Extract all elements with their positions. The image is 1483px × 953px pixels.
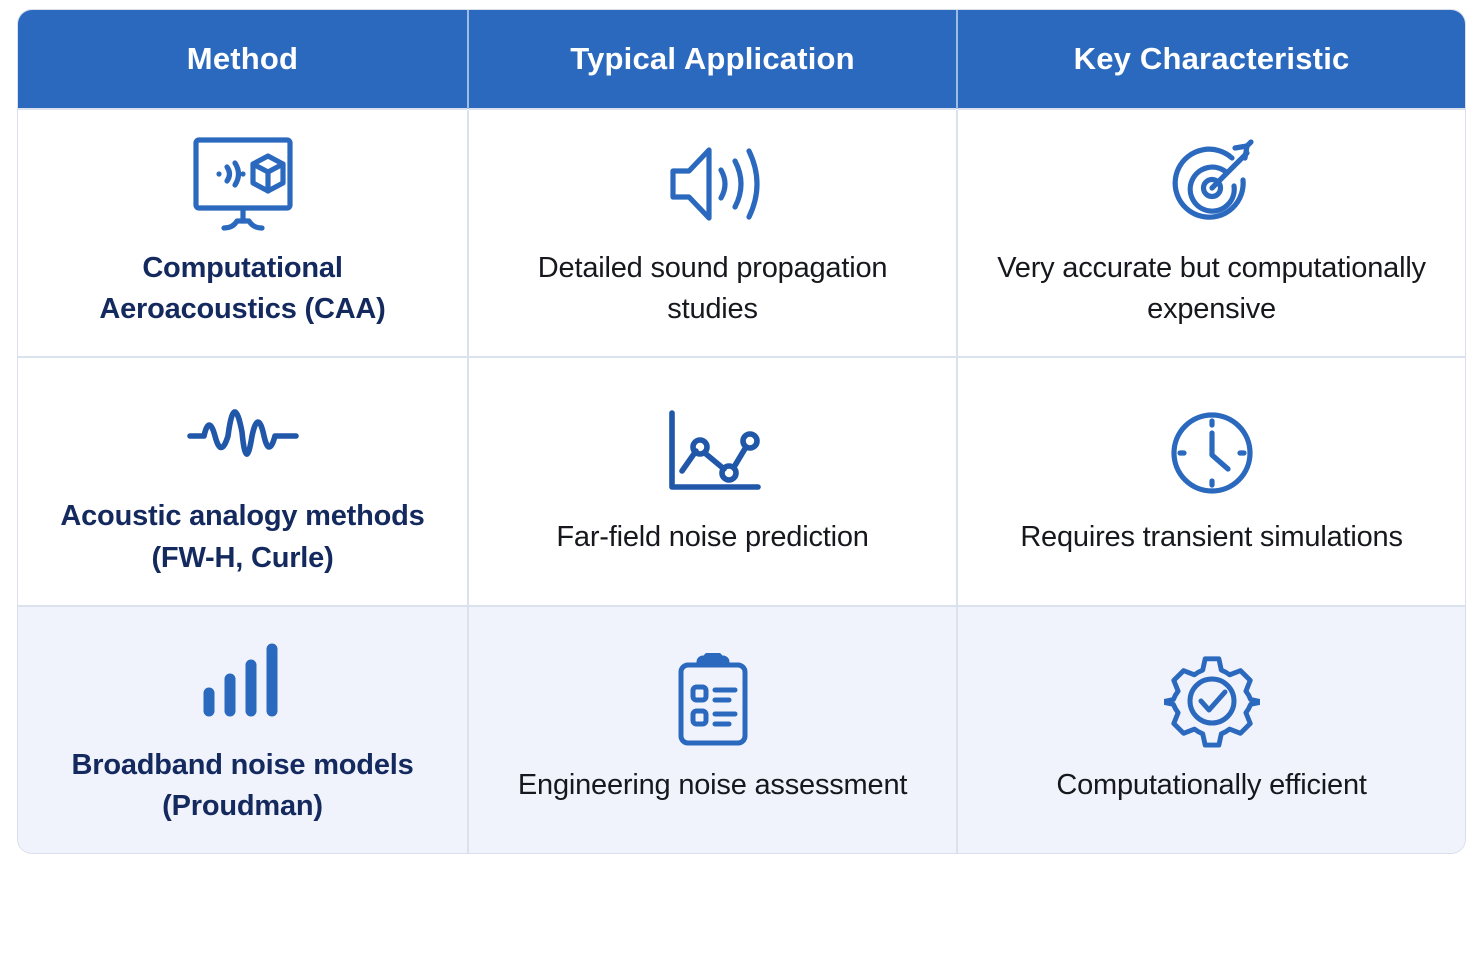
cell-characteristic: Requires transient simulations	[957, 356, 1465, 606]
cell-method: Computational Aeroacoustics (CAA)	[18, 107, 470, 358]
clock-icon	[984, 401, 1439, 505]
cell-method: Broadband noise models (Proudman)	[18, 604, 470, 854]
header-row: Method Typical Application Key Character…	[18, 10, 1465, 109]
column-header-key-characteristic: Key Characteristic	[957, 10, 1465, 109]
cell-label: Computationally efficient	[1056, 769, 1367, 802]
table-header: Method Typical Application Key Character…	[18, 10, 1465, 109]
bar-chart-icon	[44, 629, 441, 733]
gear-check-icon	[984, 649, 1439, 753]
cell-characteristic: Computationally efficient	[957, 604, 1465, 854]
table-row: Broadband noise models (Proudman)	[18, 604, 1465, 854]
line-chart-icon	[495, 401, 930, 505]
column-header-method: Method	[18, 10, 470, 109]
column-header-typical-application: Typical Application	[468, 10, 959, 109]
cell-label: Very accurate but computationally expens…	[997, 252, 1426, 326]
cell-label: Far-field noise prediction	[556, 520, 869, 553]
cell-label: Engineering noise assessment	[517, 769, 908, 802]
target-arrow-icon	[984, 132, 1439, 236]
table-row: Acoustic analogy methods (FW-H, Curle)	[18, 356, 1465, 606]
comparison-table-container: Method Typical Application Key Character…	[18, 10, 1465, 854]
cell-label: Requires transient simulations	[1020, 520, 1403, 553]
cell-method: Acoustic analogy methods (FW-H, Curle)	[18, 356, 470, 606]
cell-application: Detailed sound propagation studies	[468, 107, 959, 358]
table-row: Computational Aeroacoustics (CAA) Detail…	[18, 107, 1465, 358]
cell-label: Broadband noise models (Proudman)	[71, 748, 414, 822]
table-body: Computational Aeroacoustics (CAA) Detail…	[18, 107, 1465, 854]
clipboard-checklist-icon	[495, 649, 930, 753]
cell-characteristic: Very accurate but computationally expens…	[957, 107, 1465, 358]
waveform-icon	[44, 380, 441, 484]
cell-application: Engineering noise assessment	[468, 604, 959, 854]
methods-comparison-table: Method Typical Application Key Character…	[18, 10, 1465, 854]
cell-application: Far-field noise prediction	[468, 356, 959, 606]
cell-label: Computational Aeroacoustics (CAA)	[99, 252, 386, 326]
speaker-volume-icon	[495, 132, 930, 236]
cell-label: Acoustic analogy methods (FW-H, Curle)	[60, 500, 425, 574]
monitor-sound-cube-icon	[44, 132, 441, 236]
cell-label: Detailed sound propagation studies	[537, 252, 888, 326]
